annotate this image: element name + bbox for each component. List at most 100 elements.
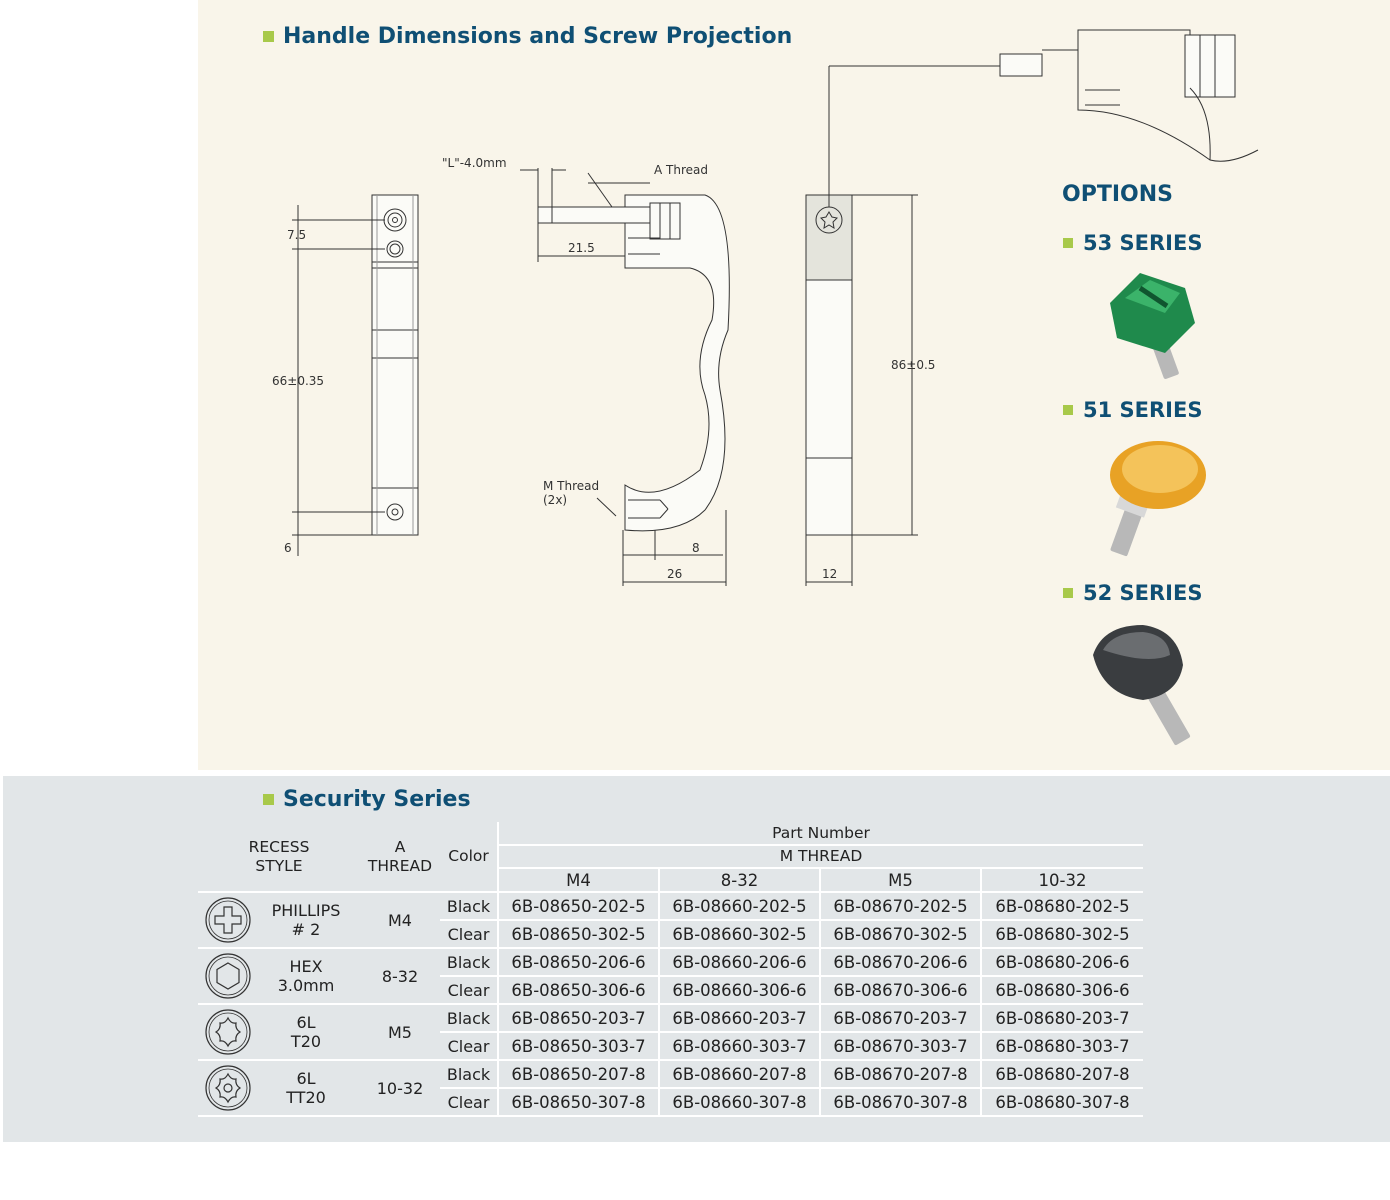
part-number-cell: 6B-08650-306-6 bbox=[497, 976, 660, 1005]
heading-bullet bbox=[263, 794, 274, 805]
recess-style-header: RECESS STYLE bbox=[198, 822, 360, 893]
recess-style-cell: 6L TT20 bbox=[198, 1060, 360, 1117]
10-32-column-header: 10-32 bbox=[981, 868, 1143, 893]
dim-66-label: 66±0.35 bbox=[272, 374, 324, 388]
part-number-cell: 6B-08670-307-8 bbox=[820, 1088, 982, 1117]
m4-column-header: M4 bbox=[497, 868, 660, 893]
recess-style-line-2: # 2 bbox=[291, 920, 321, 939]
table-row: Clear 6B-08650-306-6 6B-08660-306-6 6B-0… bbox=[198, 976, 1143, 1005]
part-number-cell: 6B-08670-203-7 bbox=[820, 1004, 982, 1033]
color-cell: Black bbox=[440, 1060, 498, 1089]
dim-L-label: "L"-4.0mm bbox=[442, 156, 507, 170]
part-number-cell: 6B-08650-202-5 bbox=[497, 892, 660, 921]
security-series-table: RECESS STYLE A THREAD Color Part Number … bbox=[198, 822, 1143, 1117]
a-thread-header: A THREAD bbox=[360, 822, 440, 893]
part-number-cell: 6B-08650-207-8 bbox=[497, 1060, 660, 1089]
recess-style-line-2: TT20 bbox=[286, 1088, 326, 1107]
recess-style-label: 6L TT20 bbox=[258, 1069, 354, 1107]
color-header: Color bbox=[440, 822, 498, 893]
part-number-cell: 6B-08660-303-7 bbox=[659, 1032, 821, 1061]
part-number-cell: 6B-08660-306-6 bbox=[659, 976, 821, 1005]
part-number-cell: 6B-08680-203-7 bbox=[981, 1004, 1143, 1033]
part-number-cell: 6B-08680-206-6 bbox=[981, 948, 1143, 977]
recess-style-label: 6L T20 bbox=[258, 1013, 354, 1051]
recess-style-cell: PHILLIPS # 2 bbox=[198, 892, 360, 949]
recess-style-line-1: HEX bbox=[289, 957, 323, 976]
recess-style-line-2: T20 bbox=[290, 1032, 322, 1051]
handle-dimensions-heading: Handle Dimensions and Screw Projection bbox=[263, 24, 792, 49]
recess-style-line-1: 6L bbox=[296, 1069, 316, 1088]
heading-bullet bbox=[263, 31, 274, 42]
dim-7-5-label: 7.5 bbox=[287, 228, 306, 242]
table-row: Clear 6B-08650-303-7 6B-08660-303-7 6B-0… bbox=[198, 1032, 1143, 1061]
heading-bullet bbox=[1063, 405, 1073, 415]
part-number-cell: 6B-08660-203-7 bbox=[659, 1004, 821, 1033]
dim-8-label: 8 bbox=[692, 541, 700, 555]
m-thread-qty-label: (2x) bbox=[543, 493, 567, 507]
color-cell: Clear bbox=[440, 920, 498, 949]
series-53-screw-image bbox=[1110, 273, 1195, 379]
a-thread-header-line-1: A bbox=[394, 837, 406, 856]
recess-style-cell: 6L T20 bbox=[198, 1004, 360, 1061]
handle-technical-drawing: 7.5 66±0.35 6 "L"-4.0mm A Thread 21.5 M … bbox=[272, 29, 1259, 586]
color-cell: Clear bbox=[440, 1032, 498, 1061]
dim-21-5-label: 21.5 bbox=[568, 241, 595, 255]
color-cell: Clear bbox=[440, 976, 498, 1005]
a-thread-cell: 10-32 bbox=[360, 1060, 440, 1117]
color-cell: Black bbox=[440, 948, 498, 977]
m5-column-header: M5 bbox=[820, 868, 982, 893]
handle-dimensions-title: Handle Dimensions and Screw Projection bbox=[283, 24, 793, 49]
part-number-cell: 6B-08660-302-5 bbox=[659, 920, 821, 949]
dim-6-label: 6 bbox=[284, 541, 292, 555]
torx-icon bbox=[205, 1009, 251, 1055]
recess-style-label: HEX 3.0mm bbox=[258, 957, 354, 995]
series-51-label: 51 SERIES bbox=[1083, 398, 1203, 422]
part-number-cell: 6B-08680-303-7 bbox=[981, 1032, 1143, 1061]
security-series-heading: Security Series bbox=[263, 787, 471, 812]
a-thread-cell: 8-32 bbox=[360, 948, 440, 1005]
table-row: Clear 6B-08650-302-5 6B-08660-302-5 6B-0… bbox=[198, 920, 1143, 949]
part-number-cell: 6B-08670-206-6 bbox=[820, 948, 982, 977]
heading-bullet bbox=[1063, 588, 1073, 598]
m-thread-header: M THREAD bbox=[497, 845, 1143, 869]
recess-style-cell: HEX 3.0mm bbox=[198, 948, 360, 1005]
part-number-cell: 6B-08660-307-8 bbox=[659, 1088, 821, 1117]
dim-26-label: 26 bbox=[667, 567, 682, 581]
header-row-2: M THREAD bbox=[198, 845, 1143, 869]
part-number-cell: 6B-08660-207-8 bbox=[659, 1060, 821, 1089]
part-number-cell: 6B-08680-202-5 bbox=[981, 892, 1143, 921]
part-number-header: Part Number bbox=[497, 822, 1143, 846]
recess-style-label: PHILLIPS # 2 bbox=[258, 901, 354, 939]
color-cell: Clear bbox=[440, 1088, 498, 1117]
table-row: 6L T20 M5 Black 6B-08650-203-7 6B-08660-… bbox=[198, 1004, 1143, 1061]
8-32-column-header: 8-32 bbox=[659, 868, 821, 893]
part-number-cell: 6B-08670-202-5 bbox=[820, 892, 982, 921]
series-53-heading: 53 SERIES bbox=[1063, 231, 1202, 255]
part-number-cell: 6B-08650-206-6 bbox=[497, 948, 660, 977]
a-thread-cell: M5 bbox=[360, 1004, 440, 1061]
table-row: PHILLIPS # 2 M4 Black 6B-08650-202-5 6B-… bbox=[198, 892, 1143, 949]
series-51-screw-image bbox=[1110, 441, 1206, 557]
table-row: HEX 3.0mm 8-32 Black 6B-08650-206-6 6B-0… bbox=[198, 948, 1143, 1005]
part-number-cell: 6B-08650-303-7 bbox=[497, 1032, 660, 1061]
series-52-label: 52 SERIES bbox=[1083, 581, 1203, 605]
part-number-cell: 6B-08660-202-5 bbox=[659, 892, 821, 921]
recess-style-header-line-2: STYLE bbox=[255, 856, 303, 875]
part-number-cell: 6B-08650-203-7 bbox=[497, 1004, 660, 1033]
part-number-cell: 6B-08680-307-8 bbox=[981, 1088, 1143, 1117]
a-thread-cell: M4 bbox=[360, 892, 440, 949]
header-row-1: RECESS STYLE A THREAD Color Part Number bbox=[198, 822, 1143, 893]
hex-icon bbox=[205, 953, 251, 999]
heading-bullet bbox=[1063, 238, 1073, 248]
part-number-cell: 6B-08680-306-6 bbox=[981, 976, 1143, 1005]
options-title: OPTIONS bbox=[1062, 182, 1173, 207]
recess-style-line-2: 3.0mm bbox=[277, 976, 335, 995]
part-number-cell: 6B-08650-302-5 bbox=[497, 920, 660, 949]
a-thread-header-line-2: THREAD bbox=[367, 856, 433, 875]
table-row: Clear 6B-08650-307-8 6B-08660-307-8 6B-0… bbox=[198, 1088, 1143, 1117]
m-thread-label: M Thread bbox=[543, 479, 599, 493]
header-row-3: M4 8-32 M5 10-32 bbox=[198, 868, 1143, 893]
part-number-cell: 6B-08670-306-6 bbox=[820, 976, 982, 1005]
recess-style-line-1: 6L bbox=[296, 1013, 316, 1032]
phillips-icon bbox=[205, 897, 251, 943]
